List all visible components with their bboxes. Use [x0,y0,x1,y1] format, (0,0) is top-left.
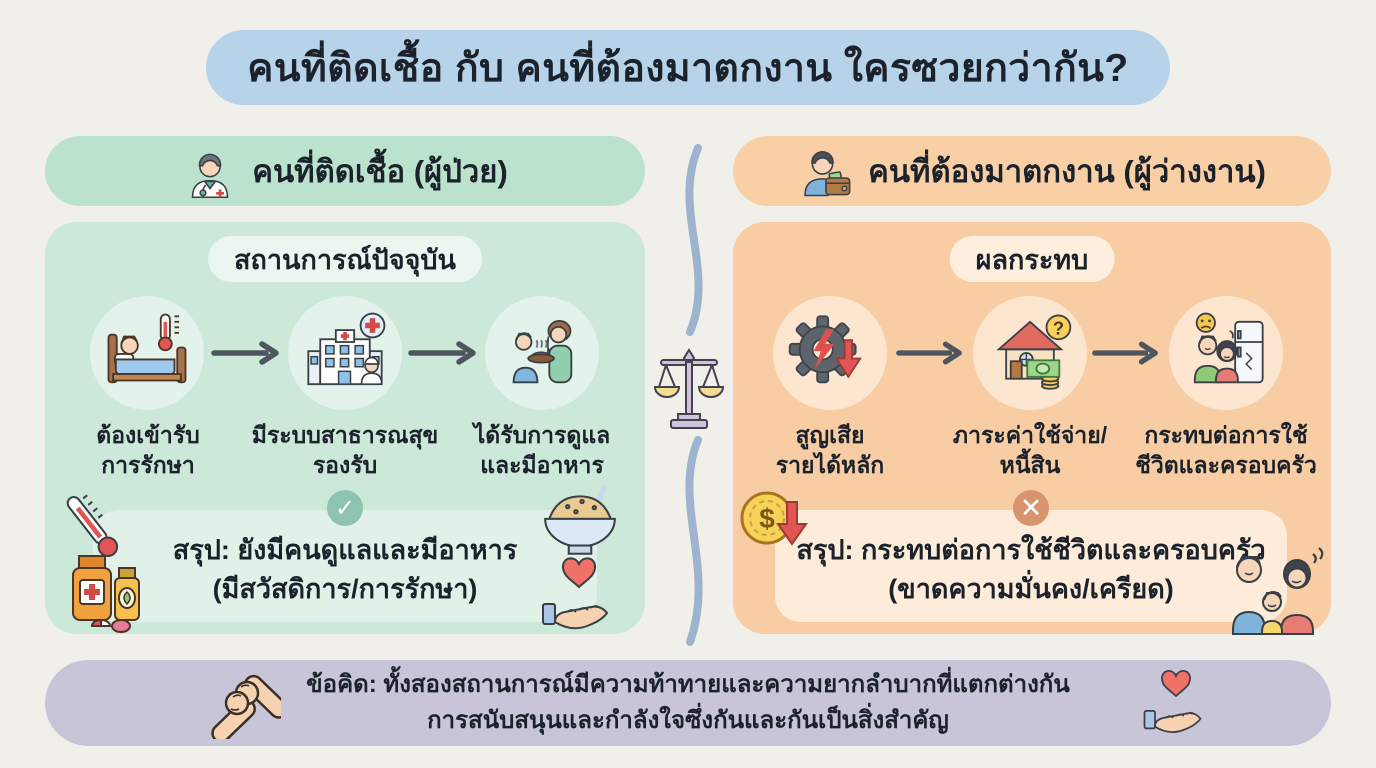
unemployed-person-panel: ผลกระทบ [733,222,1331,635]
doctor-icon [191,153,229,199]
left-summary-line1: สรุป: ยังมีคนดูแลและมีอาหาร [172,534,518,565]
house-expense-icon: ? [996,314,1072,390]
sick-in-bed-icon [107,313,187,384]
coin-loss-icon: $ [740,491,808,546]
left-header-label: คนที่ติดเชื้อ (ผู้ป่วย) [252,154,508,189]
hospital-icon [307,312,386,386]
right-summary-line1: สรุป: กระทบต่อการใช้ชีวิตและครอบครัว [796,534,1266,565]
right-summary-box: สรุป: กระทบต่อการใช้ชีวิตและครอบครัว (ขา… [775,510,1287,622]
wavy-divider [685,144,703,646]
footer-line1: ข้อคิด: ทั้งสองสถานการณ์มีความท้าทายและค… [306,671,1070,698]
left-header-pill: คนที่ติดเชื้อ (ผู้ป่วย) [45,136,645,206]
arrow-right-icon [896,341,962,365]
step-circle-income-loss [773,296,887,410]
caption-family-impact: กระทบต่อการใช้ ชีวิตและครอบครัว [1135,422,1317,479]
step-circle-healthcare [288,296,402,410]
right-subtitle-pill: ผลกระทบ [949,236,1115,282]
broken-gear-icon [788,315,862,384]
handshake-icon [211,674,281,739]
title-banner: คนที่ติดเชื้อ กับ คนที่ต้องมาตกงาน ใครซว… [206,30,1170,105]
balance-scale-wrap [653,346,725,434]
caption-healthcare: มีระบบสาธารณสุข รองรับ [251,422,439,479]
cross-badge: ✕ [1013,490,1049,526]
svg-text:?: ? [1053,318,1064,339]
left-subtitle-pill: สถานการณ์ปัจจุบัน [208,236,482,282]
heart-in-hand-icon [542,557,609,630]
arrow-right-icon [211,341,279,365]
right-summary-line2: (ขาดความมั่นคง/เครียด) [888,574,1174,604]
medicine-icon [72,555,140,633]
left-subtitle: สถานการณ์ปัจจุบัน [234,244,456,275]
step-circle-care [485,296,599,410]
rice-bowl-icon [544,485,616,555]
check-badge: ✓ [327,490,363,526]
left-summary-box: สรุป: ยังมีคนดูแลและมีอาหาร (มีสวัสดิการ… [93,510,597,622]
caption-expenses: ภาระค่าใช้จ่าย/ หนี้สิน [952,422,1108,479]
family-impact-icon [1193,312,1264,384]
arrow-right-icon [408,341,476,365]
page-title: คนที่ติดเชื้อ กับ คนที่ต้องมาตกงาน ใครซว… [247,46,1129,90]
step-circle-treatment [90,296,204,410]
right-header-pill: คนที่ต้องมาตกงาน (ผู้ว่างงาน) [733,136,1331,206]
right-header-label: คนที่ต้องมาตกงาน (ผู้ว่างงาน) [868,154,1266,189]
caption-treatment: ต้องเข้ารับ การรักษา [96,422,200,479]
stressed-family-icon [1232,547,1324,635]
balance-scale-icon [653,348,725,429]
footer-bar: ข้อคิด: ทั้งสองสถานการณ์มีความท้าทายและค… [45,660,1331,746]
footer-text: ข้อคิด: ทั้งสองสถานการณ์มีความท้าทายและค… [45,660,1331,746]
caption-income-loss: สูญเสีย รายได้หลัก [775,422,885,479]
svg-text:$: $ [759,503,775,534]
step-circle-expenses: ? [973,296,1087,410]
step-circle-family-impact [1169,296,1283,410]
caption-care: ได้รับการดูแล และมีอาหาร [473,422,611,479]
receiving-food-icon [512,320,573,384]
footer-line2: การสนับสนุนและกำลังใจซึ่งกันและกันเป็นสิ… [427,707,949,734]
infected-person-panel: สถานการณ์ปัจจุบัน [45,222,645,634]
arrow-right-icon [1092,341,1158,365]
right-subtitle: ผลกระทบ [975,244,1089,275]
left-summary-line2: (มีสวัสดิการ/การรักษา) [212,574,478,604]
unemployed-wallet-icon [804,151,851,197]
thermometer-icon [66,494,119,557]
heart-in-hand-icon [1143,670,1202,733]
